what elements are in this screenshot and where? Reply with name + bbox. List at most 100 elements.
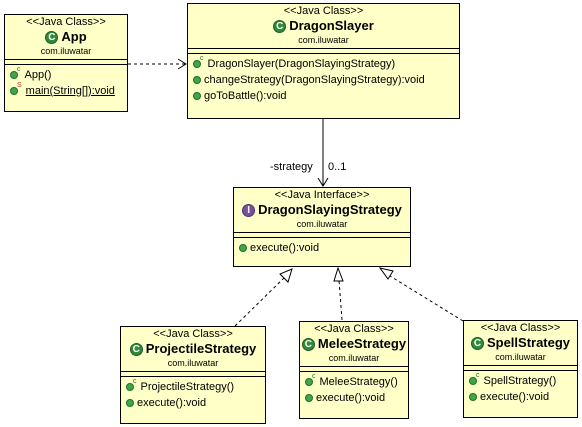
public-method-icon	[193, 60, 201, 68]
operation[interactable]: goToBattle():void	[193, 88, 459, 104]
stereotype: <<Java Class>>	[283, 5, 364, 17]
operation[interactable]: execute():void	[469, 389, 577, 405]
public-method-icon	[239, 244, 247, 252]
operation-label: execute():void	[250, 242, 320, 254]
operation-label: DragonSlayer(DragonSlayingStrategy)	[207, 58, 396, 70]
class-name: DragonSlayingStrategy	[258, 202, 402, 217]
package-name: com.iluwatar	[495, 352, 546, 362]
package-name: com.iluwatar	[40, 46, 92, 56]
operation-label: execute():void	[137, 397, 207, 409]
stereotype: <<Java Class>>	[480, 322, 561, 334]
operation-label: SpellStrategy()	[483, 375, 557, 387]
public-method-icon	[305, 378, 313, 386]
operation-label: MeleeStrategy()	[319, 376, 398, 388]
public-method-icon	[193, 92, 201, 100]
operation-label: main(String[]):void	[25, 85, 115, 97]
stereotype: <<Java Class>>	[153, 328, 233, 340]
attributes-compartment	[121, 372, 265, 377]
realization-arrowhead-spell	[378, 267, 394, 280]
operation-label: goToBattle():void	[204, 90, 287, 102]
operations-compartment: execute():void	[234, 238, 410, 256]
association-arrowhead	[317, 177, 329, 187]
static-marker: S	[17, 82, 22, 89]
package-name: com.iluwatar	[296, 219, 348, 229]
class-name: MeleeStrategy	[317, 336, 407, 351]
class-icon: C	[273, 19, 287, 33]
public-method-icon	[469, 377, 477, 385]
realization-line-projectile	[234, 276, 286, 327]
public-method-icon	[305, 394, 313, 402]
operation-label: App()	[24, 69, 52, 81]
operation[interactable]: changeStrategy(DragonSlayingStrategy):vo…	[193, 72, 459, 88]
realization-line-melee	[338, 279, 343, 321]
public-method-icon	[193, 76, 201, 84]
attributes-compartment	[5, 60, 127, 65]
constructor-marker: c	[476, 372, 480, 379]
realization-line-spell	[389, 275, 464, 322]
constructor-marker: c	[133, 378, 137, 385]
public-method-icon	[469, 393, 477, 401]
stereotype: <<Java Class>>	[26, 16, 106, 28]
operation-label: changeStrategy(DragonSlayingStrategy):vo…	[204, 74, 425, 86]
operation[interactable]: execute():void	[305, 390, 408, 406]
package-name: com.iluwatar	[167, 358, 219, 368]
stereotype: <<Java Class>>	[314, 323, 394, 335]
class-name: DragonSlayer	[289, 18, 374, 33]
constructor-marker: c	[312, 373, 316, 380]
public-method-icon	[10, 71, 18, 79]
operation-label: ProjectileStrategy()	[140, 381, 235, 393]
package-name: com.iluwatar	[298, 35, 349, 45]
class-name: SpellStrategy	[486, 335, 571, 350]
association-multiplicity-label: 0..1	[328, 161, 347, 173]
attributes-compartment	[234, 233, 410, 238]
class-icon: C	[45, 30, 59, 44]
operation-label: execute():void	[480, 391, 550, 403]
operation[interactable]: execute():void	[239, 240, 410, 256]
package-name: com.iluwatar	[328, 353, 380, 363]
public-method-icon	[126, 383, 134, 391]
attributes-compartment	[188, 49, 459, 54]
class-name: ProjectileStrategy	[145, 341, 257, 356]
operation-label: execute():void	[316, 392, 386, 404]
class-icon: C	[470, 336, 484, 350]
association-role-label: -strategy	[270, 161, 313, 173]
attributes-compartment	[464, 366, 577, 371]
class-icon: C	[301, 337, 315, 351]
interface-icon: I	[242, 203, 256, 217]
constructor-marker: c	[17, 66, 21, 73]
realization-arrowhead-projectile	[279, 268, 293, 283]
constructor-marker: c	[200, 55, 204, 62]
stereotype: <<Java Interface>>	[274, 189, 370, 201]
class-name: App	[61, 29, 87, 44]
operation[interactable]: execute():void	[126, 395, 265, 411]
public-method-icon	[126, 399, 134, 407]
class-icon: C	[129, 342, 143, 356]
realization-arrowhead-melee	[333, 266, 344, 282]
dependency-arrowhead	[177, 58, 187, 70]
public-method-icon	[10, 87, 18, 95]
